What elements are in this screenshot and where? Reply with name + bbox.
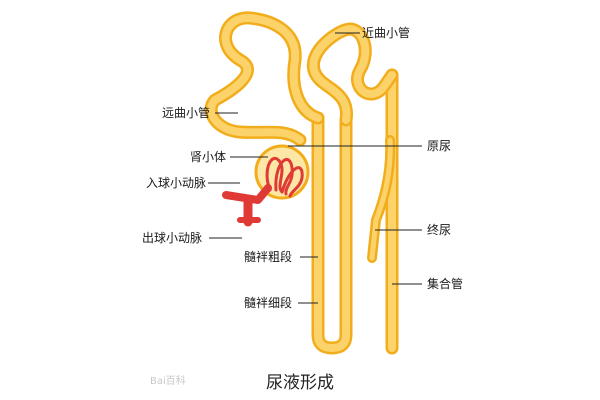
label-efferent-arteriole: 出球小动脉 [142, 231, 203, 245]
label-primary-urine: 原尿 [427, 139, 452, 153]
convoluted-tubules [204, 11, 399, 147]
loop-of-henle [311, 111, 353, 355]
diagram-caption: 尿液形成 [266, 373, 334, 393]
label-renal-corpuscle: 肾小体 [190, 150, 227, 164]
label-afferent-arteriole: 入球小动脉 [146, 176, 207, 190]
label-collecting-duct: 集合管 [427, 277, 464, 291]
label-distal-tubule: 远曲小管 [162, 106, 211, 120]
collecting-duct [367, 68, 399, 355]
arterioles [222, 184, 272, 227]
label-final-urine: 终尿 [427, 223, 452, 237]
leader-lines [208, 32, 422, 304]
label-thin-segment: 髓袢细段 [244, 296, 293, 310]
watermark: Bai百科 [150, 376, 186, 387]
label-proximal-tubule: 近曲小管 [362, 26, 411, 40]
label-thick-segment: 髓袢粗段 [244, 250, 293, 264]
